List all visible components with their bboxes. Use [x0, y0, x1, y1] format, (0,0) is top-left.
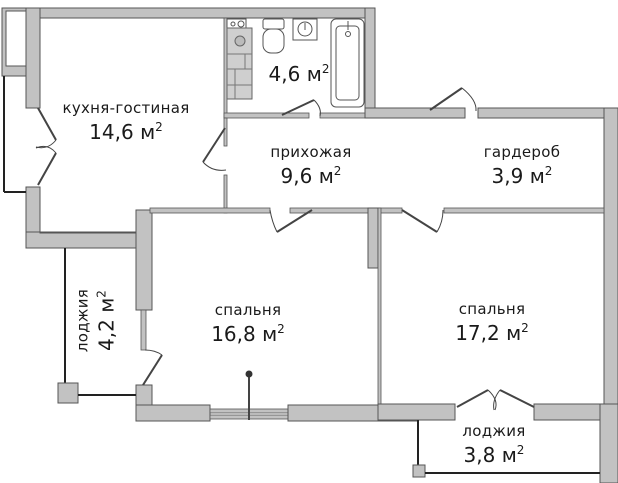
loggia-outlines — [3, 76, 600, 478]
room-area: 9,6 м2 — [280, 164, 342, 188]
room-label-bedroom-left: спальня 16,8 м2 — [211, 301, 285, 346]
room-area: 17,2 м2 — [455, 321, 529, 345]
room-name: лоджия — [73, 288, 92, 353]
doors — [35, 87, 535, 420]
room-name: спальня — [458, 300, 526, 318]
room-name: спальня — [214, 301, 282, 319]
room-label-bathroom: 4,6 м2 — [269, 59, 330, 86]
room-area: 3,8 м2 — [463, 443, 525, 467]
room-label-bedroom-right: спальня 17,2 м2 — [455, 300, 529, 345]
room-label-kitchen-living: кухня-гостиная 14,6 м2 — [62, 99, 189, 144]
room-label-loggia-bottom: лоджия 3,8 м2 — [462, 422, 525, 467]
room-area: 16,8 м2 — [211, 322, 285, 346]
room-area: 14,6 м2 — [89, 120, 163, 144]
room-name: лоджия — [462, 422, 526, 440]
room-area: 4,2 м2 — [94, 290, 119, 351]
room-label-wardrobe: гардероб 3,9 м2 — [484, 143, 561, 188]
bathroom-fixtures — [226, 18, 365, 108]
room-name: прихожая — [270, 143, 352, 161]
room-label-hallway: прихожая 9,6 м2 — [270, 143, 351, 188]
room-label-loggia-left: лоджия 4,2 м2 — [74, 289, 119, 352]
room-name: гардероб — [483, 143, 561, 161]
room-name: кухня-гостиная — [62, 99, 190, 117]
room-area: 4,6 м2 — [268, 62, 330, 86]
room-area: 3,9 м2 — [491, 164, 553, 188]
